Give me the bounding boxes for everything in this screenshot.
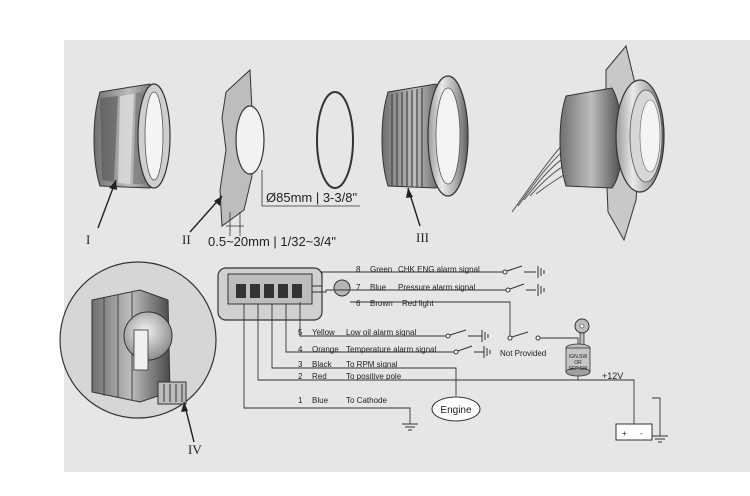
label-engine: Engine [440, 405, 472, 416]
svg-text:SEP.SW: SEP.SW [569, 366, 588, 372]
svg-text:CHK ENG alarm signal: CHK ENG alarm signal [398, 265, 480, 274]
svg-text:IGN.SW: IGN.SW [569, 354, 588, 360]
svg-text:8: 8 [356, 265, 361, 274]
svg-text:7: 7 [356, 283, 361, 292]
svg-text:Blue: Blue [312, 396, 329, 405]
svg-text:To RPM signal: To RPM signal [346, 360, 398, 369]
engine-oval [431, 396, 481, 422]
svg-text:Temperature alarm signal: Temperature alarm signal [346, 345, 436, 354]
svg-text:Pressure alarm signal: Pressure alarm signal [398, 283, 476, 292]
threaded-nut-illustration [381, 75, 469, 197]
gauge-rear-closeup [59, 261, 217, 419]
svg-text:Brown: Brown [370, 299, 393, 308]
svg-text:+: + [622, 429, 627, 438]
label-part-4: IV [188, 442, 202, 457]
wire-label-8: 8 Green CHK ENG alarm signal [356, 265, 480, 274]
svg-text:-: - [640, 429, 643, 438]
wire-label-5: 5 Yellow Low oil alarm signal [298, 328, 416, 337]
svg-text:Green: Green [370, 265, 392, 274]
red-light-indicator [333, 279, 351, 297]
wire-label-7: 7 Blue Pressure alarm signal [356, 283, 476, 292]
wire-label-6: 6 Brown Red light [356, 299, 434, 308]
svg-text:1: 1 [298, 396, 303, 405]
label-plus-12v: +12V [602, 371, 623, 381]
pointer-arrowhead-2 [214, 196, 222, 206]
svg-text:Low oil alarm signal: Low oil alarm signal [346, 328, 416, 337]
label-not-provided: Not Provided [500, 349, 546, 358]
o-ring-illustration [316, 91, 354, 189]
connector-block [217, 267, 323, 321]
pointer-arrowhead-3 [406, 188, 413, 198]
svg-text:To positive pole: To positive pole [346, 372, 402, 381]
wire-label-2: 2 Red To positive pole [298, 372, 402, 381]
pointer-arrowhead-4 [181, 402, 188, 412]
svg-text:Yellow: Yellow [312, 328, 335, 337]
ground-symbols [402, 266, 668, 443]
svg-text:3: 3 [298, 360, 303, 369]
label-part-2: II [182, 232, 191, 247]
svg-text:6: 6 [356, 299, 361, 308]
assembled-gauge-illustration [511, 44, 665, 242]
svg-text:To Cathode: To Cathode [346, 396, 387, 405]
wiring-lines [243, 271, 661, 436]
svg-text:Red light: Red light [402, 299, 434, 308]
wire-label-4: 4 Orange Temperature alarm signal [298, 345, 436, 354]
alarm-switches [445, 265, 541, 355]
wire-label-1: 1 Blue To Cathode [298, 396, 387, 405]
battery-icon: + - [615, 423, 653, 441]
label-part-1: I [86, 232, 90, 247]
label-part-3: III [416, 230, 429, 245]
label-thickness: 0.5~20mm | 1/32~3/4" [208, 234, 336, 249]
svg-text:2: 2 [298, 372, 303, 381]
svg-text:Red: Red [312, 372, 327, 381]
svg-text:Blue: Blue [370, 283, 387, 292]
svg-text:Orange: Orange [312, 345, 339, 354]
label-diameter: Ø85mm | 3-3/8" [266, 190, 357, 205]
svg-text:Black: Black [312, 360, 333, 369]
pointer-arrowhead-1 [109, 180, 117, 190]
svg-text:4: 4 [298, 345, 303, 354]
wire-label-3: 3 Black To RPM signal [298, 360, 398, 369]
ignition-switch: IGN.SW OR SEP.SW [565, 343, 591, 377]
svg-text:5: 5 [298, 328, 303, 337]
key-icon [574, 318, 590, 346]
svg-text:OR: OR [574, 360, 582, 366]
panel-section-illustration [219, 68, 265, 227]
bezel-ring-illustration [93, 83, 171, 189]
